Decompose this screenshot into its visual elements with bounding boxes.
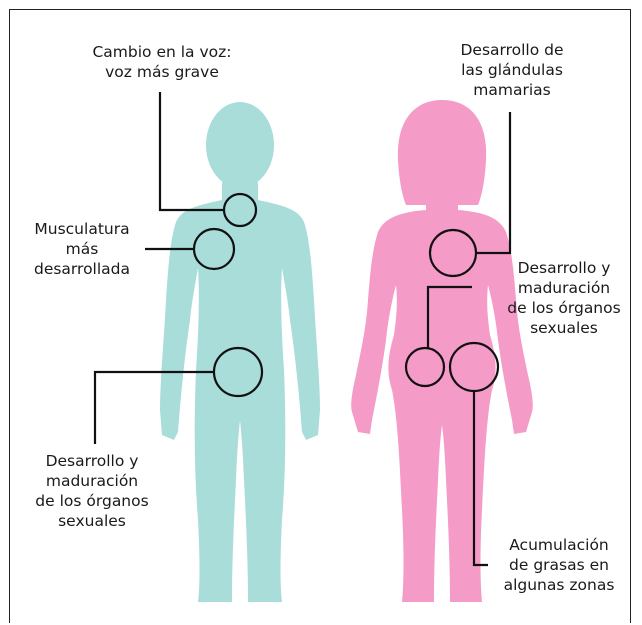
male-organs-line4: sexuales — [58, 512, 126, 530]
female-silhouette — [351, 100, 533, 602]
female-organs-circle — [404, 346, 446, 388]
female-fat-line2: de grasas en — [509, 556, 609, 574]
male-muscle-circle — [192, 227, 236, 271]
male-voice-leader — [158, 92, 224, 212]
female-breast-line3: mamarias — [473, 81, 551, 99]
female-breast-circle — [428, 228, 478, 278]
female-organs-line3: de los órganos — [507, 299, 621, 317]
female-organs-line2: maduración — [517, 279, 611, 297]
male-muscle-label: Musculatura más desarrollada — [22, 219, 142, 279]
female-fat-label: Acumulación de grasas en algunas zonas — [492, 535, 626, 595]
female-organs-line4: sexuales — [530, 319, 598, 337]
female-fat-leader — [472, 391, 488, 567]
male-organs-label: Desarrollo y maduración de los órganos s… — [22, 451, 162, 531]
male-head — [206, 102, 274, 188]
male-voice-line2: voz más grave — [105, 63, 219, 81]
female-fat-line1: Acumulación — [509, 536, 609, 554]
male-organs-line3: de los órganos — [35, 492, 149, 510]
female-breast-label: Desarrollo de las glándulas mamarias — [432, 40, 592, 100]
male-body — [160, 200, 320, 602]
male-voice-line1: Cambio en la voz: — [92, 43, 232, 61]
male-organs-circle — [212, 346, 264, 398]
male-voice-label: Cambio en la voz: voz más grave — [62, 42, 262, 82]
annotations — [93, 92, 512, 567]
figure-frame — [9, 9, 631, 623]
male-organs-leader — [93, 370, 215, 444]
male-silhouette — [160, 102, 320, 602]
female-fat-line3: algunas zonas — [503, 576, 615, 594]
male-muscle-line3: desarrollada — [33, 260, 130, 278]
male-voice-circle — [222, 192, 258, 228]
female-breast-line2: las glándulas — [461, 61, 563, 79]
female-body — [351, 210, 533, 602]
male-organs-line1: Desarrollo y — [45, 452, 139, 470]
female-breast-line1: Desarrollo de — [460, 41, 564, 59]
female-hair — [397, 100, 487, 205]
female-breast-leader — [476, 112, 512, 255]
male-muscle-line1: Musculatura — [34, 220, 130, 238]
male-muscle-line2: más — [65, 240, 99, 258]
female-organs-line1: Desarrollo y — [517, 259, 611, 277]
female-organs-label: Desarrollo y maduración de los órganos s… — [494, 258, 634, 338]
female-organs-leader — [426, 285, 472, 348]
male-organs-line2: maduración — [45, 472, 139, 490]
